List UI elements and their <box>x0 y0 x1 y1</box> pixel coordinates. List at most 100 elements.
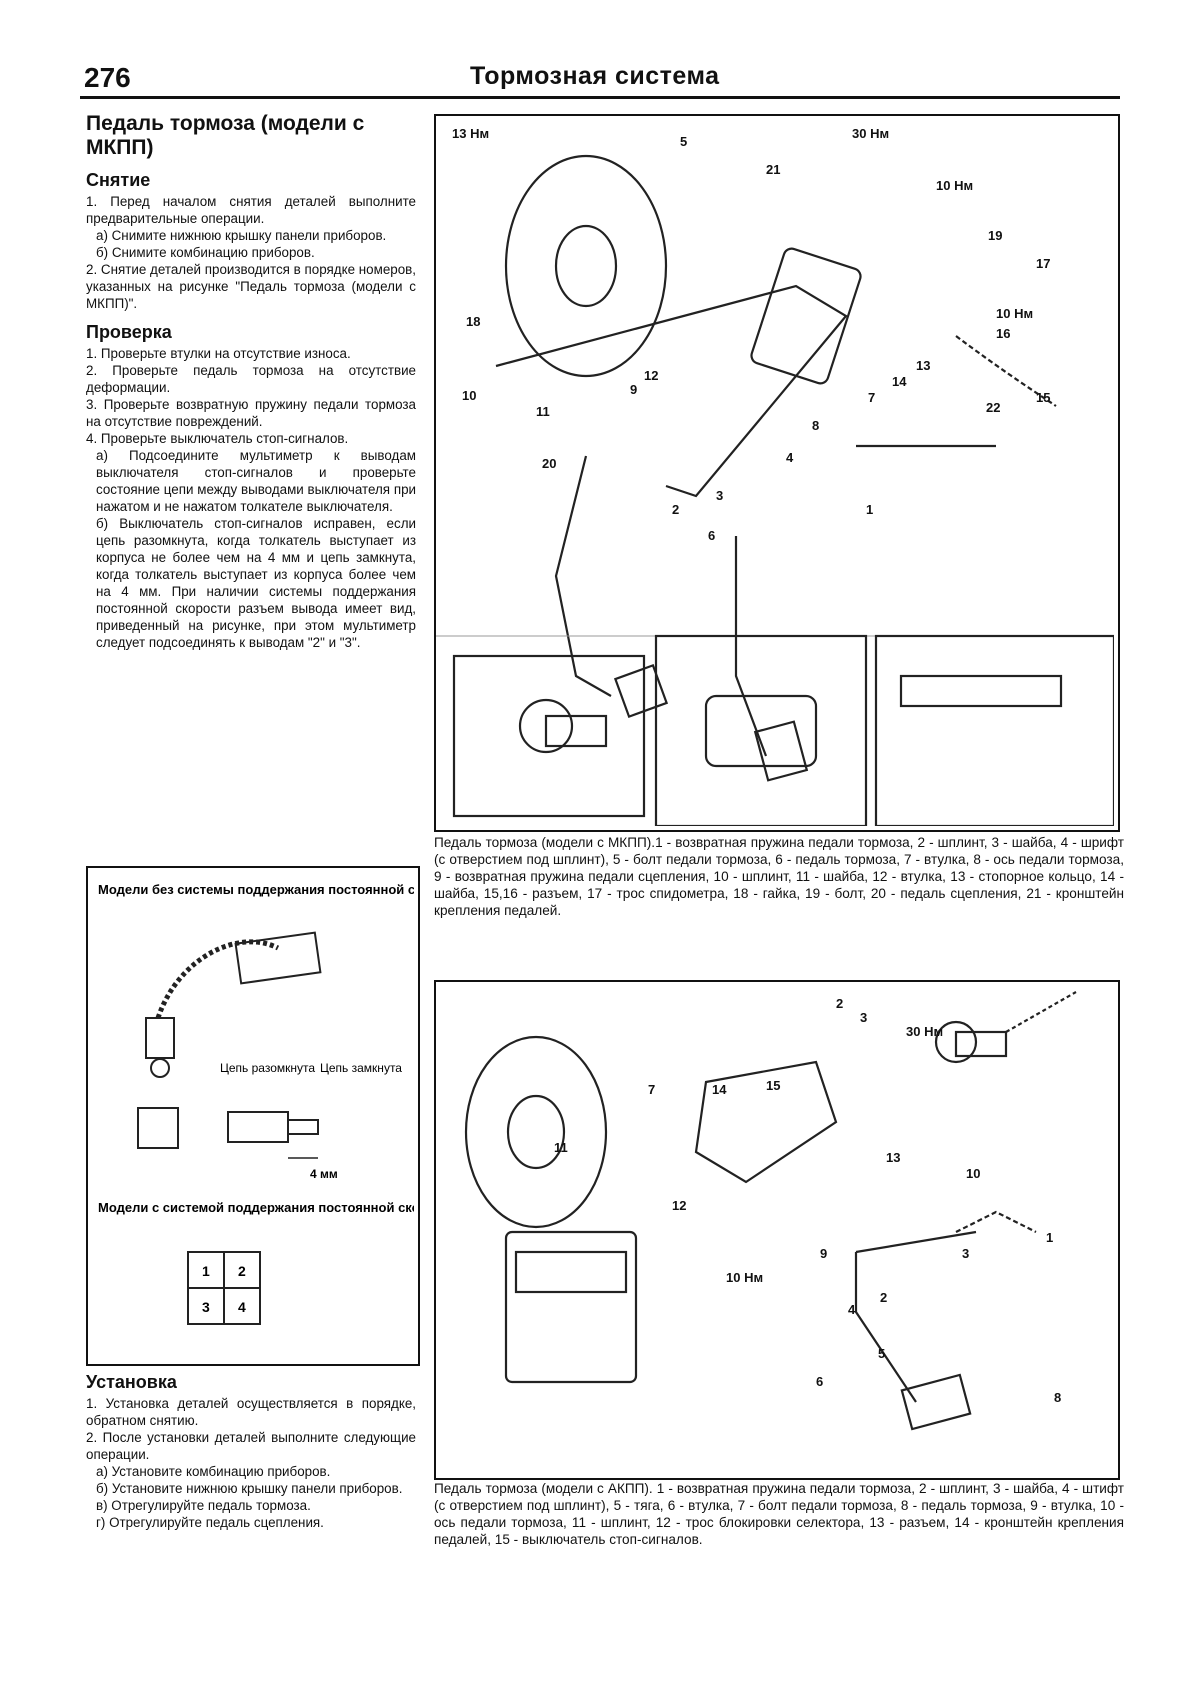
inset-label-no-cruise: Модели без системы поддержания постоянно… <box>98 882 414 897</box>
inset-label-4mm: 4 мм <box>310 1167 338 1181</box>
left-column: Педаль тормоза (модели с МКПП) Снятие 1.… <box>86 112 416 651</box>
part-number: 18 <box>466 314 480 329</box>
removal-step: б) Снимите комбинацию приборов. <box>96 245 315 261</box>
part-number: 1 <box>866 502 873 517</box>
page-number: 276 <box>84 62 131 93</box>
part-number: 3 <box>962 1246 969 1261</box>
part-number: 6 <box>708 528 715 543</box>
switch-plunger-icon <box>150 1058 170 1078</box>
switch-sketch-icon <box>137 1107 179 1149</box>
install-step: 1. Установка деталей осуществляется в по… <box>86 1396 416 1428</box>
brake-pedal-icon <box>854 1252 917 1403</box>
part-number: 10 <box>462 388 476 403</box>
torque-label: 10 Нм <box>726 1270 763 1285</box>
part-number: 19 <box>988 228 1002 243</box>
check-step: 4. Проверьте выключатель стоп-сигналов. <box>86 431 349 447</box>
part-number: 4 <box>786 450 794 465</box>
check-step: 3. Проверьте возвратную пружину педали т… <box>86 397 416 430</box>
brake-pedal-icon <box>734 536 768 757</box>
torque-label: 13 Нм <box>452 126 489 141</box>
part-number: 8 <box>1054 1390 1061 1405</box>
stop-switch-diagram: Модели без системы поддержания постоянно… <box>98 882 467 1325</box>
removal-step: 1. Перед началом снятия деталей выполнит… <box>86 194 416 227</box>
check-heading: Проверка <box>86 322 172 343</box>
install-step: а) Установите комбинацию приборов. <box>96 1464 331 1479</box>
part-number: 6 <box>816 1374 823 1389</box>
pin-label: 3 <box>202 1299 210 1315</box>
switch-sketch-icon <box>227 1111 289 1143</box>
part-number: 5 <box>878 1346 885 1361</box>
figure-at-caption: Педаль тормоза (модели с АКПП). 1 - возв… <box>434 1481 1124 1547</box>
part-number: 2 <box>672 502 679 517</box>
check-step: а) Подсоедините мультиметр к выводам вык… <box>96 448 416 515</box>
figure-at-pedal: 30 Нм 10 Нм 2 3 14 15 7 11 12 13 10 9 3 … <box>434 980 1120 1480</box>
pin-label: 4 <box>238 1299 246 1315</box>
part-number: 7 <box>868 390 875 405</box>
check-step: б) Выключатель стоп-сигналов исправен, е… <box>96 516 416 651</box>
removal-heading: Снятие <box>86 170 151 191</box>
install-section: Установка 1. Установка деталей осуществл… <box>86 1372 416 1531</box>
section-title: Педаль тормоза (модели с МКПП) <box>86 112 365 160</box>
part-number: 20 <box>542 456 556 471</box>
part-number: 16 <box>996 326 1010 341</box>
torque-label: 10 Нм <box>936 178 973 193</box>
install-heading: Установка <box>86 1372 177 1392</box>
torque-label: 10 Нм <box>996 306 1033 321</box>
part-number: 7 <box>648 1082 655 1097</box>
pedal-bracket-icon <box>694 1060 838 1184</box>
part-number: 17 <box>1036 256 1050 271</box>
part-number: 8 <box>812 418 819 433</box>
part-number: 3 <box>860 1010 867 1025</box>
brake-booster-icon <box>504 154 668 378</box>
install-step: б) Установите нижнюю крышку панели прибо… <box>96 1481 403 1496</box>
header-rule <box>80 96 1120 99</box>
switch-body-icon <box>145 1017 175 1059</box>
part-number: 13 <box>916 358 930 373</box>
install-step: г) Отрегулируйте педаль сцепления. <box>96 1515 324 1530</box>
wire-icon <box>155 939 280 1019</box>
plunger-sketch-icon <box>287 1119 319 1135</box>
part-number: 10 <box>966 1166 980 1181</box>
part-number: 4 <box>848 1302 856 1317</box>
brake-booster-icon <box>464 1035 608 1229</box>
pedal-bracket-icon <box>495 284 848 498</box>
figure-mt-pedal: 13 Нм 30 Нм 10 Нм 10 Нм 5 21 19 17 18 16… <box>434 114 1120 832</box>
part-number: 3 <box>716 488 723 503</box>
part-number: 15 <box>1036 390 1050 405</box>
removal-step: 2. Снятие деталей производится в порядке… <box>86 262 416 312</box>
part-number: 21 <box>766 162 780 177</box>
torque-label: 30 Нм <box>852 126 889 141</box>
part-number: 11 <box>536 404 550 419</box>
running-title: Тормозная система <box>470 62 720 90</box>
pin-label: 1 <box>202 1263 210 1279</box>
part-number: 1 <box>1046 1230 1053 1245</box>
figure-mt-caption: Педаль тормоза (модели с МКПП).1 - возвр… <box>434 835 1124 918</box>
part-number: 14 <box>892 374 907 389</box>
part-number: 15 <box>766 1078 780 1093</box>
inset-label-cruise: Модели с системой поддержания постоянной… <box>98 1200 414 1215</box>
part-number: 22 <box>986 400 1000 415</box>
torque-label: 30 Нм <box>906 1024 943 1039</box>
part-number: 9 <box>630 382 637 397</box>
connector-icon <box>234 931 322 985</box>
install-step: в) Отрегулируйте педаль тормоза. <box>96 1498 311 1513</box>
stop-switch-inset: Модели без системы поддержания постоянно… <box>86 866 467 1366</box>
part-number: 2 <box>880 1290 887 1305</box>
at-pedal-diagram: 30 Нм 10 Нм 2 3 14 15 7 11 12 13 10 9 3 … <box>464 991 1077 1431</box>
check-step: 2. Проверьте педаль тормоза на отсутстви… <box>86 363 416 396</box>
part-number: 12 <box>644 368 658 383</box>
part-number: 2 <box>836 996 843 1011</box>
part-number: 12 <box>672 1198 686 1213</box>
check-step: 1. Проверьте втулки на отсутствие износа… <box>86 346 351 362</box>
pin-label: 2 <box>238 1263 246 1279</box>
part-number: 11 <box>554 1140 568 1155</box>
install-step: 2. После установки деталей выполните сле… <box>86 1430 416 1462</box>
mt-pedal-diagram: 13 Нм 30 Нм 10 Нм 10 Нм 5 21 19 17 18 16… <box>436 126 1116 828</box>
removal-step: а) Снимите нижнюю крышку панели приборов… <box>96 228 387 244</box>
part-number: 9 <box>820 1246 827 1261</box>
part-number: 14 <box>712 1082 727 1097</box>
inset-label-closed: Цепь замкнута <box>320 1061 402 1075</box>
part-number: 13 <box>886 1150 900 1165</box>
inset-label-open: Цепь разомкнута <box>220 1061 315 1075</box>
part-number: 5 <box>680 134 687 149</box>
